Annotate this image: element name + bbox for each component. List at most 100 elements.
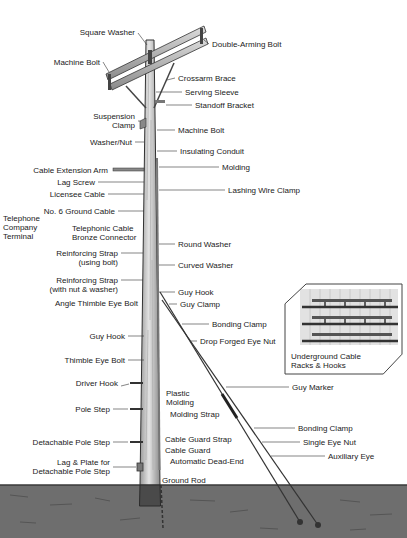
leader-line xyxy=(182,324,209,325)
part-label: Washer/Nut xyxy=(90,138,132,147)
crossarm-brace xyxy=(126,86,146,108)
ground-band xyxy=(0,485,407,538)
leader-line xyxy=(138,121,140,122)
part-label: Detachable Pole Step xyxy=(33,438,110,447)
part-label: Reinforcing Strap (using bolt) xyxy=(43,249,118,267)
guy-wire xyxy=(162,300,318,525)
part-label: Molding xyxy=(222,163,250,172)
part-label: Ground Rod xyxy=(162,476,206,485)
ground-texture xyxy=(10,495,392,530)
part-label: Thimble Eye Bolt xyxy=(65,356,125,365)
suspension-clamp xyxy=(140,118,146,129)
part-label: Bonding Clamp xyxy=(212,320,267,329)
leader-line xyxy=(226,387,289,388)
leader-line xyxy=(204,40,209,44)
part-label: Suspension Clamp xyxy=(85,112,135,130)
inset-label: Underground Cable Racks & Hooks xyxy=(291,352,371,370)
part-label: Guy Marker xyxy=(292,383,334,392)
rack-hooks xyxy=(325,302,385,325)
part-label: Pole Step xyxy=(75,405,110,414)
leader-line xyxy=(271,456,325,457)
part-label: Guy Clamp xyxy=(180,300,220,309)
part-label: Machine Bolt xyxy=(54,58,100,67)
leader-line xyxy=(157,130,175,131)
bolt xyxy=(200,28,203,44)
part-label: Reinforcing Strap (with nut & washer) xyxy=(38,276,118,294)
anchor xyxy=(315,522,321,528)
part-label: Standoff Bracket xyxy=(195,101,254,110)
leader-line xyxy=(169,304,177,305)
crossarm-brace xyxy=(154,63,174,108)
pole xyxy=(140,40,160,485)
leader-line xyxy=(157,151,177,152)
vault-wall xyxy=(300,289,398,345)
cable-extension-arm xyxy=(113,168,144,171)
step-plate xyxy=(137,463,143,471)
inset-border xyxy=(285,284,402,374)
leader-line xyxy=(121,280,143,281)
leader-line xyxy=(159,167,219,168)
leader-line xyxy=(156,92,182,93)
part-label: Cable Guard xyxy=(165,446,210,455)
part-label: Angle Thimble Eye Bolt xyxy=(55,299,138,308)
part-label: Double-Arming Bolt xyxy=(212,40,281,49)
inset-drawing xyxy=(300,289,398,345)
leader-line xyxy=(159,244,175,245)
part-label: Guy Hook xyxy=(89,332,125,341)
part-label: Lashing Wire Clamp xyxy=(228,186,300,195)
ground xyxy=(0,485,407,538)
leader-line xyxy=(113,409,128,410)
part-label: Telephone Company Terminal xyxy=(3,214,69,241)
leader-line xyxy=(118,211,144,212)
leader-line xyxy=(128,360,144,361)
leader-line xyxy=(191,341,197,342)
leader-line xyxy=(159,292,175,293)
cable-rack xyxy=(312,299,392,302)
leader-line xyxy=(128,336,144,337)
leader-line xyxy=(113,442,128,443)
guy-marker xyxy=(222,394,237,418)
anchor xyxy=(297,519,303,525)
leader-line xyxy=(121,384,129,386)
part-label: Round Washer xyxy=(178,240,231,249)
bolt xyxy=(108,74,111,90)
wood-grain xyxy=(146,50,153,470)
leader-line xyxy=(167,78,175,80)
pole-step xyxy=(130,382,143,384)
part-label: Single Eye Nut xyxy=(303,438,356,447)
part-label: Plastic Molding xyxy=(166,389,206,407)
cable-rack xyxy=(312,316,392,319)
leader-line xyxy=(138,33,147,45)
part-label: Drop Forged Eye Nut xyxy=(200,337,276,346)
leader-line xyxy=(108,194,144,195)
pole-steps xyxy=(130,383,143,471)
part-label: Curved Washer xyxy=(178,261,233,270)
part-label: Cable Guard Strap xyxy=(165,435,232,444)
cable-rack xyxy=(312,333,392,336)
part-label: Machine Bolt xyxy=(178,126,224,135)
cables xyxy=(302,307,398,341)
leader-line xyxy=(103,62,109,72)
inset-panel: Underground Cable Racks & Hooks xyxy=(285,284,402,374)
standoff-bracket xyxy=(155,100,165,103)
leader-line xyxy=(254,428,295,429)
molding-strip xyxy=(156,158,161,470)
leader-line xyxy=(159,190,225,191)
part-label: Insulating Conduit xyxy=(180,147,244,156)
part-label: Serving Sleeve xyxy=(185,88,239,97)
pole-butt xyxy=(140,485,161,506)
part-label: Driver Hook xyxy=(76,379,118,388)
leader-line xyxy=(98,182,144,183)
leader-line xyxy=(135,142,144,143)
leader-lines xyxy=(98,33,325,467)
part-label: Auxiliary Eye xyxy=(328,452,374,461)
part-label: Guy Hook xyxy=(178,288,214,297)
part-label: Cable Extension Arm xyxy=(33,166,108,175)
part-label: Molding Strap xyxy=(170,410,219,419)
part-label: Licensee Cable xyxy=(50,190,105,199)
bolt xyxy=(148,50,152,64)
part-label: Square Washer xyxy=(80,28,135,37)
pole-step xyxy=(130,441,143,443)
part-label: Bonding Clamp xyxy=(298,424,353,433)
